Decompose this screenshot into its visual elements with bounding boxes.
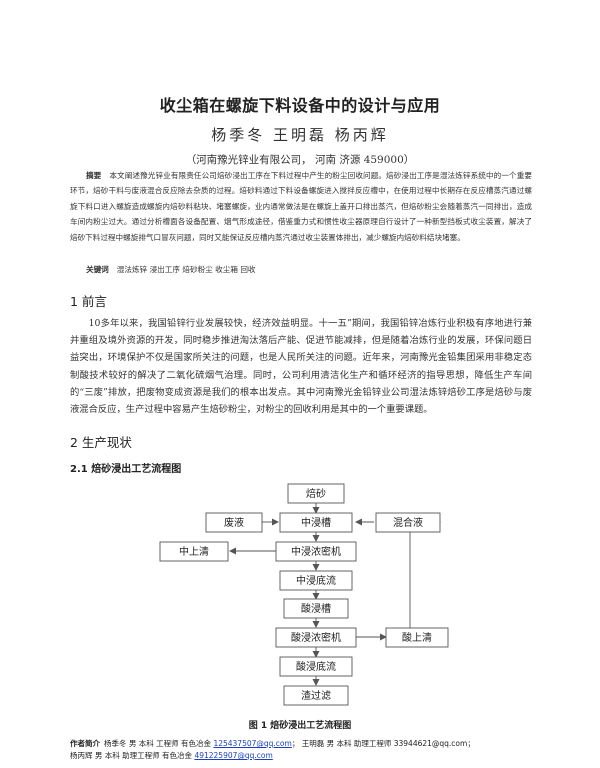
node-acid-underflow: 酸浸底流 (279, 656, 353, 677)
author-footnote: 作者简介杨季冬 男 本科 工程师 有色冶金 125437507@qq.com； … (70, 738, 550, 762)
svg-text:中浸浓密机: 中浸浓密机 (291, 545, 341, 558)
svg-text:酸浸槽: 酸浸槽 (301, 602, 331, 615)
node-residue-filter: 渣过滤 (283, 685, 349, 706)
svg-text:酸上清: 酸上清 (402, 631, 432, 644)
email-link-2[interactable]: 491225907@qq.com (194, 751, 273, 760)
section-heading-status: 2 生产现状 (70, 435, 132, 450)
footnote-line-2: 杨丙辉 男 本科 助理工程师 有色冶金 491225907@qq.com (70, 751, 273, 760)
arrow-acid-supernatant-to-mixed (409, 518, 441, 628)
node-calcine: 焙砂 (287, 483, 345, 504)
svg-text:废液: 废液 (224, 516, 244, 529)
node-acid-tank: 酸浸槽 (283, 598, 349, 619)
keywords: 关键词湿法炼锌 浸出工序 焙砂粉尘 收尘箱 回收 (86, 264, 526, 275)
abstract-label: 摘要 (86, 171, 102, 180)
keywords-label: 关键词 (86, 265, 109, 274)
author-list: 杨季冬 王明磊 杨丙辉 (211, 126, 389, 144)
email-link-1[interactable]: 125437507@qq.com (213, 739, 292, 748)
footnote-line-1: 作者简介杨季冬 男 本科 工程师 有色冶金 125437507@qq.com； … (70, 739, 475, 748)
footnote-label: 作者简介 (70, 739, 100, 748)
affiliation: （河南豫光锌业有限公司， 河南 济源 459000） (185, 154, 415, 166)
node-acid-thickener: 酸浸浓密机 (275, 627, 357, 648)
svg-text:渣过滤: 渣过滤 (301, 689, 331, 702)
abstract-text: 本文阐述豫光锌业有限责任公司焙砂浸出工序在下料过程中产生的粉尘回收问题。焙砂浸出… (70, 171, 532, 242)
intro-body: 10多年以来，我国铅锌行业发展较快，经济效益明显。十一五”期间，我国铅锌冶炼行业… (70, 315, 532, 418)
svg-text:中浸槽: 中浸槽 (301, 516, 331, 529)
node-acid-supernatant: 酸上清 (385, 627, 449, 648)
node-neutral-tank: 中浸槽 (279, 512, 353, 533)
intro-paragraph: 10多年以来，我国铅锌行业发展较快，经济效益明显。十一五”期间，我国铅锌冶炼行业… (70, 318, 532, 416)
node-neutral-supernatant: 中上清 (159, 541, 229, 562)
node-waste-liquid: 废液 (205, 512, 263, 533)
svg-text:焙砂: 焙砂 (306, 487, 326, 500)
svg-text:酸浸底流: 酸浸底流 (296, 660, 336, 673)
paper-title: 收尘箱在螺旋下料设备中的设计与应用 (159, 96, 441, 115)
svg-text:中上清: 中上清 (179, 545, 209, 558)
subsection-heading-flowchart: 2.1 焙砂浸出工艺流程图 (70, 464, 182, 475)
svg-text:混合液: 混合液 (393, 516, 423, 529)
keywords-text: 湿法炼锌 浸出工序 焙砂粉尘 收尘箱 回收 (116, 265, 256, 274)
node-mixed-liquid: 混合液 (375, 512, 441, 533)
section-heading-intro: 1 前言 (70, 294, 107, 309)
svg-text:中浸底流: 中浸底流 (296, 574, 336, 587)
process-flowchart: 焙砂 废液 中浸槽 混合液 中上清 中浸浓密机 中浸底流 酸浸槽 (159, 483, 449, 706)
node-neutral-thickener: 中浸浓密机 (275, 541, 357, 562)
svg-text:酸浸浓密机: 酸浸浓密机 (291, 631, 341, 644)
abstract: 摘要本文阐述豫光锌业有限责任公司焙砂浸出工序在下料过程中产生的粉尘回收问题。焙砂… (70, 168, 532, 245)
figure-caption: 图 1 焙砂浸出工艺流程图 (248, 721, 352, 731)
node-neutral-underflow: 中浸底流 (279, 570, 353, 591)
